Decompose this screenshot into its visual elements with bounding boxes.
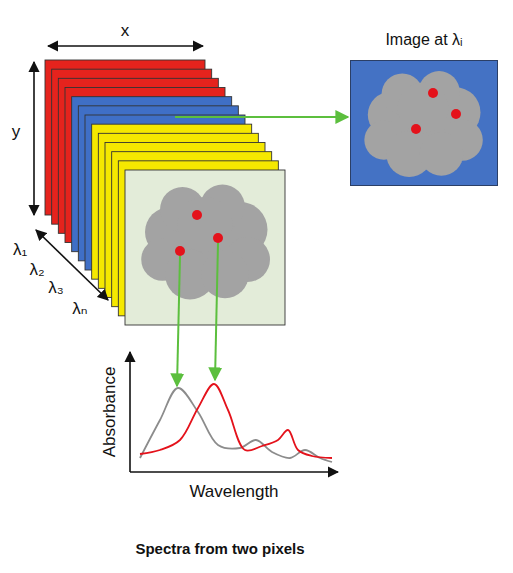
- pixel-arrow: [177, 256, 180, 386]
- tissue-region: [398, 83, 449, 134]
- spectral-slice: [125, 170, 285, 325]
- front-image: [141, 185, 270, 300]
- pixel-dot: [213, 233, 223, 243]
- wavelength-label: λₙ: [72, 300, 87, 319]
- tissue-region: [420, 132, 464, 176]
- green-arrows: [175, 117, 348, 386]
- wavelength-arrow: [36, 230, 108, 300]
- panel-image: [351, 61, 496, 184]
- pixel-arrow: [215, 243, 218, 380]
- pixel-dot: [192, 210, 202, 220]
- y-arrow: [33, 62, 35, 215]
- wavelength-label: λ₃: [48, 279, 63, 298]
- x-arrow: [48, 45, 203, 47]
- dimension-label: x: [121, 22, 130, 41]
- pixel-dot: [428, 88, 438, 98]
- pixel-dot: [175, 246, 185, 256]
- tissue-region: [178, 197, 233, 252]
- dimension-label: y: [12, 123, 21, 142]
- figure-caption: Spectra from two pixels: [135, 540, 304, 557]
- pixel-dot: [411, 124, 421, 134]
- tissue-region: [201, 251, 249, 299]
- panel-title: Image at λᵢ: [351, 31, 497, 49]
- pixel-dot: [451, 109, 461, 119]
- x-axis: [130, 471, 338, 473]
- wavelength-label: λ₁: [13, 241, 27, 260]
- slice-arrow: [175, 116, 348, 118]
- red-spectrum: [140, 384, 332, 458]
- y-axis: [129, 352, 131, 472]
- spectrum-chart: [130, 352, 338, 472]
- gray-spectrum: [140, 388, 332, 462]
- wavelength-label: λ₂: [29, 261, 44, 280]
- dimension-arrows: [34, 46, 203, 300]
- axis-label: Absorbance: [101, 367, 120, 458]
- axis-label: Wavelength: [189, 483, 278, 502]
- image-cube: [45, 60, 285, 325]
- image-panel: Image at λᵢ: [350, 60, 498, 186]
